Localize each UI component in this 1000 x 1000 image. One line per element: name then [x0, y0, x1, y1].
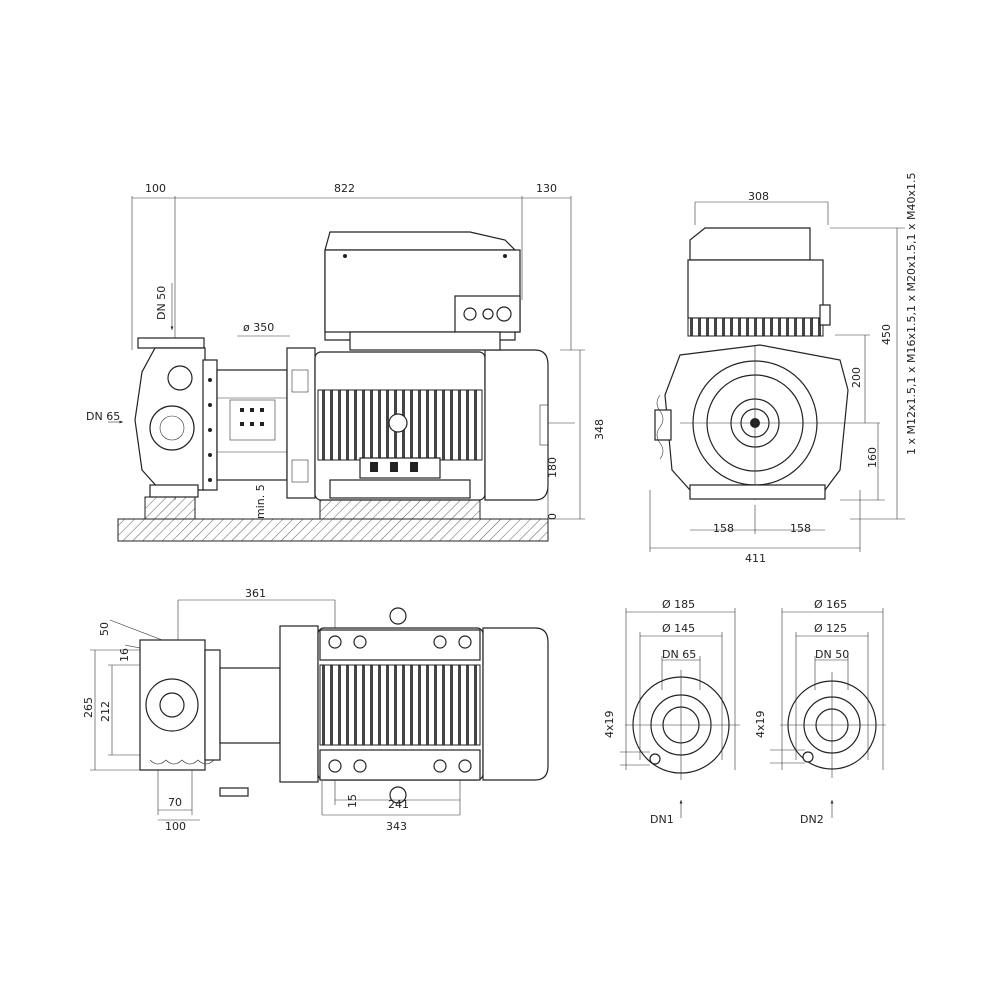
dn2-name: DN2: [800, 813, 824, 826]
flange-dn1: Ø 185 Ø 145 DN 65 4x19 DN1: [603, 598, 740, 826]
dim-200: 200: [850, 367, 863, 388]
dn1-bore: DN 65: [662, 648, 696, 661]
dim-411: 411: [745, 552, 766, 565]
dim-265: 265: [82, 697, 95, 718]
foundation-plinth-right: [319, 499, 481, 520]
dim-180: 180: [546, 457, 559, 478]
dim-160: 160: [866, 447, 879, 468]
dim-241: 241: [388, 798, 409, 811]
side-view: 100 822 130 DN 50 DN 65 ø 350 min. 5: [86, 182, 606, 542]
dim-361: 361: [245, 587, 266, 600]
dn2-outer: Ø 165: [814, 598, 847, 611]
dim-822: 822: [334, 182, 355, 195]
dn-outlet-label: DN 50: [155, 286, 168, 320]
foundation-slab: [117, 518, 549, 542]
dn2-holes: 4x19: [754, 710, 767, 738]
dim-15: 15: [346, 794, 359, 808]
dn2-bore: DN 50: [815, 648, 849, 661]
dim-100-bottom: 100: [165, 820, 186, 833]
dn1-bolt-circle: Ø 145: [662, 622, 695, 635]
dim-158-left: 158: [713, 522, 734, 535]
lantern: [216, 369, 288, 481]
dn1-name: DN1: [650, 813, 674, 826]
converter-box: [324, 231, 521, 351]
pump-volute: [134, 337, 218, 498]
flange-dn2: Ø 165 Ø 125 DN 50 4x19 DN2: [754, 598, 886, 826]
dim-50: 50: [98, 622, 111, 636]
diameter-350: ø 350: [243, 321, 274, 334]
dim-100: 100: [145, 182, 166, 195]
dim-212: 212: [99, 701, 112, 722]
dn2-bolt-circle: Ø 125: [814, 622, 847, 635]
top-view: 361 50 16 265 212 70 100: [82, 587, 549, 833]
fan-cover: [484, 349, 549, 501]
motor-flange: [286, 347, 316, 499]
dim-158-right: 158: [790, 522, 811, 535]
dn-inlet-label: DN 65: [86, 410, 120, 423]
dim-343: 343: [386, 820, 407, 833]
dn1-outer: Ø 185: [662, 598, 695, 611]
dim-0: 0: [546, 513, 559, 520]
dn1-holes: 4x19: [603, 710, 616, 738]
dim-348: 348: [593, 419, 606, 440]
min-gap-label: min. 5: [254, 484, 267, 519]
foundation-plinth-left: [144, 496, 196, 520]
dim-308: 308: [748, 190, 769, 203]
motor-body: [314, 351, 486, 501]
dim-130: 130: [536, 182, 557, 195]
dim-450: 450: [880, 324, 893, 345]
dim-16: 16: [118, 648, 131, 662]
cable-glands-label: 1 x M12x1.5,1 x M16x1.5,1 x M20x1.5,1 x …: [905, 173, 918, 455]
dim-70: 70: [168, 796, 182, 809]
end-view: 308 411 158 158 450 200: [649, 173, 918, 565]
